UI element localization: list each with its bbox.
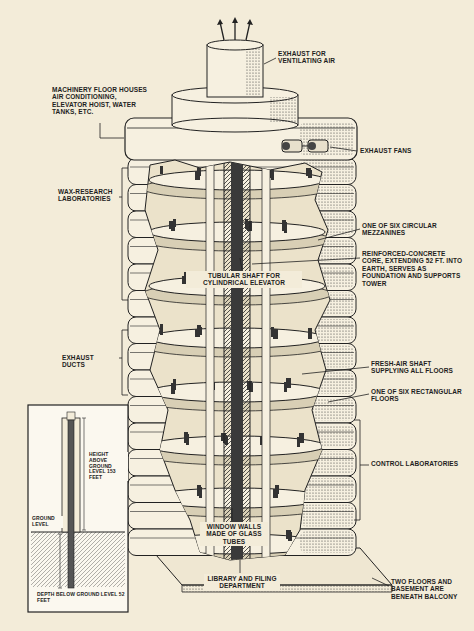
exhaust-fans-part [302,146,308,147]
exhaust-duct [206,150,214,570]
inset-section-part [67,412,75,420]
callout-label: ONE OF SIX RECTANGULAR FLOORS [371,388,467,403]
exhaust-fans-part [308,140,328,152]
inset-section-part [82,418,86,530]
callout-label: DEPTH BELOW GROUND LEVEL 52 FEET [36,592,126,604]
callout-label: WAX-RESEARCH LABORATORIES [58,188,118,203]
leader-lines-part [264,58,276,64]
leader-lines-part [119,330,128,395]
equipment-figure [184,432,188,443]
elevator-shaft [231,150,243,570]
leader-lines-part [252,258,360,264]
exhaust-chimney-part [207,40,263,50]
fresh-air-shaft [262,150,270,570]
inset-section [28,405,128,612]
leader-lines-part [119,168,128,300]
equipment-figure [195,329,200,337]
cutaway-interior [142,150,332,570]
equipment-figure [162,486,167,496]
equipment-figure [297,437,300,447]
ventilation-drum-part [270,97,296,123]
equipment-figure [160,166,163,174]
callout-label: LIBRARY AND FILING DEPARTMENT [204,574,280,591]
machinery-floor [125,118,357,160]
cutaway [142,150,332,570]
equipment-figure [197,485,201,496]
equipment-figure [169,221,174,229]
leader-lines-part [302,367,369,374]
leader-lines-part [330,147,357,151]
callout-label: MACHINERY FLOOR HOUSES AIR CONDITIONING,… [52,86,150,116]
callout-label: ONE OF SIX CIRCULAR MEZZANINES [362,222,462,237]
callout-label: GROUND LEVEL [31,516,63,528]
callout-label: EXHAUST FOR VENTILATING AIR [278,50,370,65]
callout-label: EXHAUST DUCTS [62,354,118,369]
equipment-figure [284,382,287,392]
equipment-figure [171,383,175,394]
machinery-floor-part [125,118,357,160]
inset-section-part [28,405,128,612]
equipment-figure [282,220,286,231]
equipment-figure [160,324,163,335]
callout-label: TUBULAR SHAFT FOR CYLINDRICAL ELEVATOR [186,271,302,288]
leader-lines-part [354,420,369,520]
callout-label: EXHAUST FANS [360,147,440,154]
exhaust-fans [282,140,328,152]
equipment-figure [271,327,274,337]
inset-section-part [68,420,74,588]
exhaust-chimney [207,17,263,97]
inset-section-part [58,534,62,588]
callout-label: FRESH-AIR SHAFT SUPPLYING ALL FLOORS [371,360,467,375]
leader-lines-part [100,123,124,138]
exhaust-chimney-part [207,45,263,97]
exhaust-fans-part [282,142,290,150]
equipment-figure [160,484,163,494]
exhaust-chimney-part [217,17,253,25]
leader-lines-part [328,394,369,402]
callout-label: REINFORCED-CONCRETE CORE, EXTENDING 52 F… [362,250,468,287]
exhaust-chimney-part [245,48,261,95]
equipment-figure [173,531,176,541]
leader-lines-part [232,508,233,520]
exhaust-fans-part [282,140,302,152]
leader-lines-part [372,578,389,586]
callout-label: HEIGHT ABOVE GROUND LEVEL 153 FEET [88,452,128,481]
equipment-figure [286,530,291,539]
band-shade [300,531,354,553]
equipment-figure [195,171,200,180]
equipment-figure [175,533,180,543]
leader-lines-part [318,229,360,240]
callout-label: TWO FLOORS AND BASEMENT ARE BENEATH BALC… [391,578,471,600]
callout-label: CONTROL LABORATORIES [371,460,467,467]
band-shade [300,505,354,527]
exhaust-fans-part [308,142,316,150]
callout-label: WINDOW WALLS MADE OF GLASS TUBES [200,522,268,546]
machinery-floor-part [300,122,354,156]
equipment-figure [306,168,311,176]
inset-section-part [31,532,125,587]
leader-lines-part [240,258,242,270]
concrete-core [224,150,250,570]
equipment-figure [308,328,312,339]
leader-lines [100,58,389,586]
leader-lines-part [240,560,241,573]
equipment-figure [273,489,278,498]
